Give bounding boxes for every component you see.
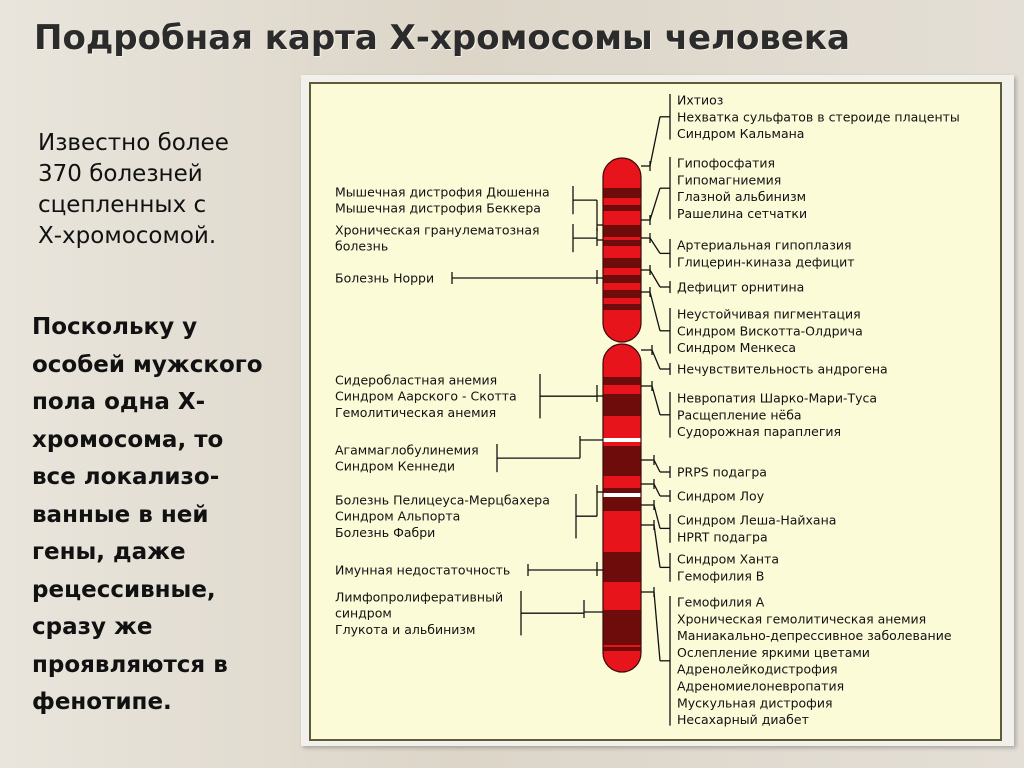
disease-label: Адреномиелоневропатия bbox=[677, 679, 844, 694]
disease-label: Болезнь Пелицеуса-Мерцбахера bbox=[335, 493, 550, 508]
chromosome-dark-band bbox=[603, 205, 641, 211]
explanation-text: Поскольку у особей мужского пола одна Х-… bbox=[32, 314, 263, 715]
disease-label: Глазной альбинизм bbox=[677, 189, 806, 204]
disease-label: Ослепление яркими цветами bbox=[677, 645, 870, 660]
disease-label: Лимфопролиферативный bbox=[335, 590, 503, 605]
disease-label: Дефицит орнитина bbox=[677, 280, 804, 295]
disease-label: Синдром Лоу bbox=[677, 489, 765, 504]
disease-label: Нечувствительность андрогена bbox=[677, 362, 888, 377]
disease-label: HPRT подагра bbox=[677, 529, 768, 544]
disease-label: Артериальная гипоплазия bbox=[677, 238, 851, 253]
disease-label: Невропатия Шарко-Мари-Туса bbox=[677, 391, 877, 406]
connector-line bbox=[651, 385, 661, 415]
disease-label: Ихтиоз bbox=[677, 93, 723, 108]
label-connectors bbox=[451, 94, 671, 726]
chromosome-p-arm-bands bbox=[603, 188, 641, 310]
disease-label: Глукота и альбинизм bbox=[335, 622, 475, 637]
connector-line bbox=[649, 291, 661, 331]
chromosome-q-arm-outline bbox=[602, 343, 642, 673]
x-chromosome-map bbox=[309, 82, 1002, 741]
disease-label: болезнь bbox=[335, 239, 388, 254]
chromosome-dark-band bbox=[603, 446, 641, 476]
disease-label: Синдром Кальмана bbox=[677, 126, 804, 141]
disease-label: Мышечная дистрофия Беккера bbox=[335, 201, 541, 216]
disease-label: Маниакально-депрессивное заболевание bbox=[677, 628, 952, 643]
chromosome-dark-band bbox=[603, 377, 641, 385]
chromosome-light-band bbox=[603, 438, 641, 442]
chromosome-light-band bbox=[603, 493, 641, 497]
disease-label: Глицерин-киназа дефицит bbox=[677, 254, 855, 269]
slide-title: Подробная карта Х-хромосомы человека bbox=[34, 18, 850, 58]
disease-label: Синдром Ханта bbox=[677, 552, 779, 567]
connector-line bbox=[653, 459, 661, 473]
disease-label: Рашелина сетчатки bbox=[677, 206, 807, 221]
connector-line bbox=[653, 524, 661, 568]
chromosome-dark-band bbox=[603, 647, 641, 651]
chromosome-dark-band bbox=[603, 304, 641, 310]
disease-label: Расщепление нёба bbox=[677, 407, 802, 422]
disease-label: Гипофосфатия bbox=[677, 156, 775, 171]
chromosome-dark-band bbox=[603, 610, 641, 645]
chromosome-p-arm bbox=[603, 158, 641, 342]
disease-label: Синдром Леша-Найхана bbox=[677, 513, 836, 528]
disease-label: Гемофилия А bbox=[677, 595, 765, 610]
connector-line bbox=[653, 504, 661, 529]
chromosome-dark-band bbox=[603, 552, 641, 582]
disease-label: PRPS подагра bbox=[677, 465, 767, 480]
disease-label: Синдром Аарского - Скотта bbox=[335, 389, 517, 404]
disease-label: Хроническая гранулематозная bbox=[335, 223, 540, 238]
connector-line bbox=[649, 237, 661, 254]
disease-label: Сидеробластная анемия bbox=[335, 373, 497, 388]
disease-label: Имунная недостаточность bbox=[335, 563, 510, 578]
connector-line bbox=[653, 591, 661, 661]
disease-label: Судорожная параплегия bbox=[677, 424, 841, 439]
connector-line bbox=[651, 349, 661, 370]
disease-label: синдром bbox=[335, 606, 392, 621]
disease-label: Нехватка сульфатов в стероиде плаценты bbox=[677, 109, 960, 124]
disease-label: Синдром Вискотта-Олдрича bbox=[677, 323, 863, 338]
chromosome-dark-band bbox=[603, 290, 641, 298]
disease-label: Адренолейкодистрофия bbox=[677, 662, 837, 677]
disease-label: Синдром Кеннеди bbox=[335, 459, 455, 474]
intro-text: Известно более 370 болезней сцепленных с… bbox=[38, 130, 229, 249]
disease-label: Гемофилия В bbox=[677, 568, 764, 583]
disease-label: Синдром Альпорта bbox=[335, 509, 460, 524]
chromosome-p-arm-outline bbox=[602, 157, 642, 343]
disease-label: Хроническая гемолитическая анемия bbox=[677, 611, 926, 626]
connector-line bbox=[649, 269, 661, 288]
chromosome bbox=[602, 157, 642, 673]
chromosome-dark-band bbox=[603, 394, 641, 416]
disease-label: Гемолитическая анемия bbox=[335, 405, 496, 420]
chromosome-dark-band bbox=[603, 240, 641, 246]
disease-label: Гипомагниемия bbox=[677, 172, 781, 187]
disease-label: Агаммаглобулинемия bbox=[335, 443, 479, 458]
connector-line bbox=[649, 116, 661, 167]
disease-label: Болезнь Норри bbox=[335, 271, 434, 286]
connector-line bbox=[653, 483, 661, 497]
disease-label: Болезнь Фабри bbox=[335, 525, 435, 540]
disease-label: Мускульная дистрофия bbox=[677, 695, 833, 710]
chromosome-dark-band bbox=[603, 188, 641, 198]
chromosome-q-arm-bands bbox=[603, 377, 641, 651]
connector-line bbox=[649, 188, 661, 221]
disease-label: Неустойчивая пигментация bbox=[677, 307, 861, 322]
chromosome-dark-band bbox=[603, 488, 641, 493]
chromosome-dark-band bbox=[603, 275, 641, 283]
chromosome-dark-band bbox=[603, 258, 641, 268]
chromosome-dark-band bbox=[603, 225, 641, 237]
disease-label: Синдром Менкеса bbox=[677, 340, 796, 355]
chromosome-dark-band bbox=[603, 497, 641, 511]
disease-label: Мышечная дистрофия Дюшенна bbox=[335, 185, 550, 200]
disease-label: Несахарный диабет bbox=[677, 712, 809, 727]
